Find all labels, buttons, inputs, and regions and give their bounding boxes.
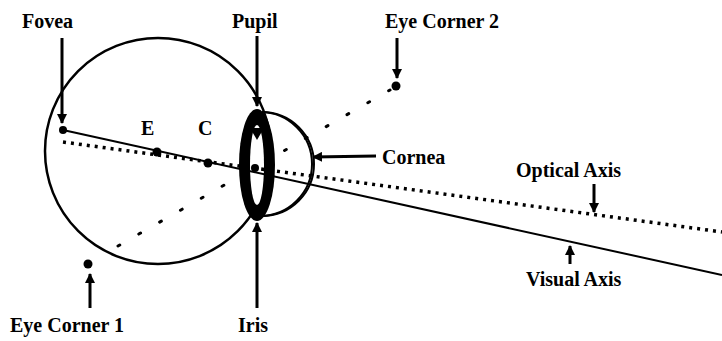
part-label: Eye Corner 1	[10, 314, 124, 336]
part-label: Visual Axis	[526, 268, 621, 290]
visual-axis	[63, 130, 722, 275]
pupil-notch	[250, 128, 264, 140]
leader-arrow	[89, 274, 92, 308]
e-point	[153, 148, 162, 157]
corner-line	[118, 90, 390, 246]
leader-arrow	[256, 36, 259, 106]
leader-arrow	[396, 38, 399, 78]
part-label: Cornea	[382, 146, 445, 168]
fovea-point	[59, 126, 67, 134]
c-point	[204, 159, 213, 168]
part-label: E	[141, 117, 154, 139]
pupil-center	[251, 164, 259, 172]
part-label: Fovea	[22, 10, 73, 32]
part-label: C	[198, 117, 212, 139]
part-label: Pupil	[232, 10, 278, 32]
leader-arrow	[593, 184, 596, 212]
corner2-point	[392, 82, 401, 91]
part-label: Optical Axis	[516, 159, 621, 181]
corner1-point	[84, 260, 93, 269]
part-label: Eye Corner 2	[385, 10, 499, 32]
leader-arrow	[256, 223, 259, 308]
leader-arrow	[569, 246, 572, 264]
optical-axis	[63, 142, 722, 232]
leader-arrow	[313, 156, 376, 157]
iris-shape	[239, 109, 275, 221]
pupil-shape	[250, 125, 264, 205]
eyeball-outline	[45, 38, 271, 264]
part-label: Iris	[238, 314, 268, 336]
leader-arrow	[61, 38, 64, 123]
